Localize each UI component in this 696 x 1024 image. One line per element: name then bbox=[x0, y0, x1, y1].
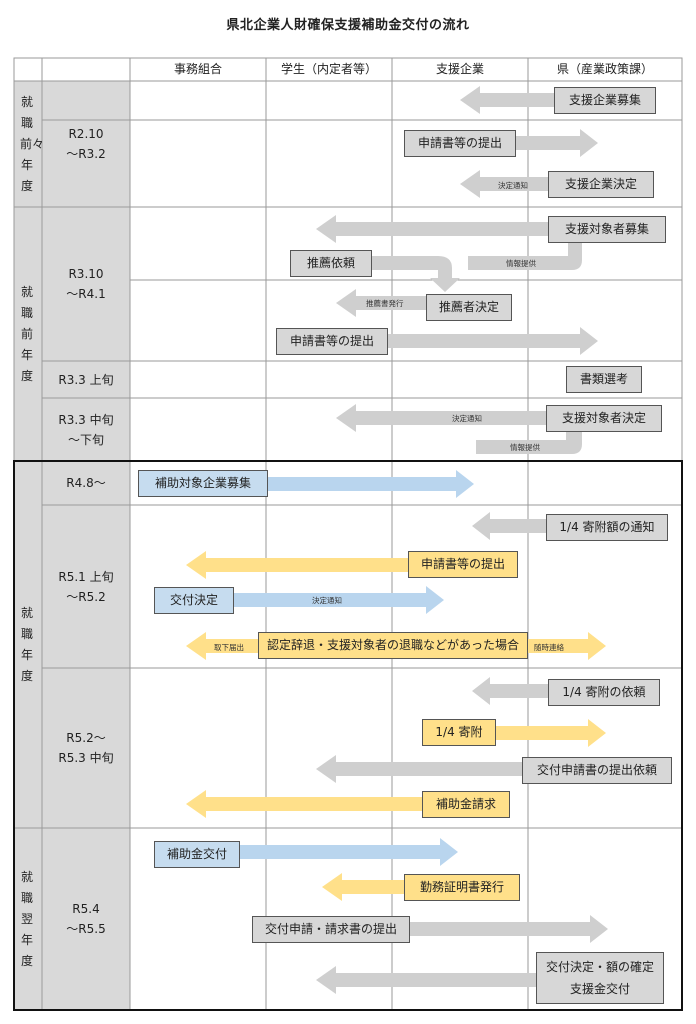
step-box: 1/4 寄附額の通知 bbox=[546, 514, 668, 541]
period-label: R5.1 上旬 ～R5.2 bbox=[58, 569, 114, 604]
step-box-multi: 交付決定・額の確定 支援金交付 bbox=[536, 952, 664, 1004]
arrow-gray bbox=[388, 327, 598, 355]
arrow-note: 決定通知 bbox=[312, 596, 342, 605]
column-header-jimu: 事務組合 bbox=[173, 62, 222, 76]
column-header-gakusei: 学生（内定者等） bbox=[280, 62, 377, 76]
arrow-yellow bbox=[322, 873, 404, 901]
step-box: 書類選考 bbox=[566, 366, 642, 393]
page-title: 県北企業人財確保支援補助金交付の流れ bbox=[226, 18, 470, 33]
arrow-note: 取下届出 bbox=[214, 643, 244, 652]
step-box: 推薦依頼 bbox=[290, 250, 372, 277]
step-box: 支援対象者決定 bbox=[546, 405, 662, 432]
arrow-note: 決定通知 bbox=[498, 181, 528, 190]
column-header-kigyo: 支援企業 bbox=[435, 62, 484, 76]
arrow-blue bbox=[266, 470, 474, 498]
arrow-gray bbox=[476, 430, 582, 454]
year-label: 就職翌年度 bbox=[20, 869, 33, 968]
arrows bbox=[186, 86, 608, 994]
arrow-yellow bbox=[528, 632, 606, 660]
arrow-gray bbox=[510, 129, 598, 157]
arrow-note: 決定通知 bbox=[452, 414, 482, 423]
arrow-gray bbox=[336, 289, 426, 317]
arrow-gray bbox=[472, 677, 548, 705]
arrow-gray bbox=[460, 170, 550, 198]
step-box: 申請書等の提出 bbox=[276, 328, 388, 355]
arrow-gray bbox=[468, 256, 478, 270]
step-box: 推薦者決定 bbox=[426, 294, 512, 321]
period-label: R5.4 ～R5.5 bbox=[66, 902, 106, 936]
step-box: 認定辞退・支援対象者の退職などがあった場合 bbox=[258, 632, 528, 659]
step-box: 交付申請・請求書の提出 bbox=[252, 916, 410, 943]
arrow-gray bbox=[316, 755, 522, 783]
step-box: 支援企業募集 bbox=[554, 87, 656, 114]
arrow-blue bbox=[234, 586, 444, 614]
arrow-gray bbox=[316, 966, 536, 994]
step-box: 交付決定 bbox=[154, 587, 234, 614]
year-label: 就職前年度 bbox=[20, 284, 33, 383]
step-box: 申請書等の提出 bbox=[404, 130, 516, 157]
column-header-ken: 県（産業政策課） bbox=[556, 62, 653, 76]
period-label: R3.3 中旬 ～下旬 bbox=[58, 412, 114, 447]
current-year-frame bbox=[13, 460, 683, 1011]
step-box: 勤務証明書発行 bbox=[404, 874, 520, 901]
arrow-blue bbox=[240, 838, 458, 866]
label-column-fill bbox=[14, 81, 130, 1010]
period-label: R5.2～ R5.3 中旬 bbox=[58, 731, 114, 765]
step-box: 申請書等の提出 bbox=[408, 551, 518, 578]
period-label: R4.8～ bbox=[66, 476, 106, 490]
step-line: 支援金交付 bbox=[569, 982, 630, 996]
arrow-gray bbox=[410, 915, 608, 943]
step-box: 交付申請書の提出依頼 bbox=[522, 757, 672, 784]
year-label: 就職年度 bbox=[20, 605, 33, 683]
step-box: 補助金交付 bbox=[154, 841, 240, 868]
arrow-note: 推薦書発行 bbox=[366, 299, 404, 308]
period-label: R3.3 上旬 bbox=[58, 372, 114, 387]
arrow-yellow bbox=[186, 551, 408, 579]
period-label: R2.10 ～R3.2 bbox=[66, 127, 106, 161]
step-box: 1/4 寄附 bbox=[422, 719, 496, 746]
step-line: 交付決定・額の確定 bbox=[545, 960, 654, 974]
arrow-yellow bbox=[496, 719, 606, 747]
step-box: 補助金請求 bbox=[422, 791, 510, 818]
step-box: 1/4 寄附の依頼 bbox=[548, 679, 660, 706]
period-label: R3.10 ～R4.1 bbox=[66, 267, 106, 301]
step-box: 支援企業決定 bbox=[548, 171, 654, 198]
arrow-gray bbox=[472, 512, 546, 540]
step-box: 支援対象者募集 bbox=[548, 216, 666, 243]
arrow-yellow bbox=[186, 632, 258, 660]
arrow-note: 情報提供 bbox=[510, 443, 540, 452]
step-box: 補助対象企業募集 bbox=[138, 470, 268, 497]
arrow-gray bbox=[316, 215, 550, 243]
arrow-note: 情報提供 bbox=[506, 259, 536, 268]
arrow-note: 随時連絡 bbox=[534, 643, 564, 652]
arrow-gray bbox=[468, 240, 582, 270]
arrow-gray bbox=[370, 256, 460, 292]
arrow-yellow bbox=[186, 790, 422, 818]
year-label: 就職前々年度 bbox=[20, 94, 45, 193]
arrow-gray bbox=[336, 404, 546, 432]
arrow-gray bbox=[460, 86, 556, 114]
